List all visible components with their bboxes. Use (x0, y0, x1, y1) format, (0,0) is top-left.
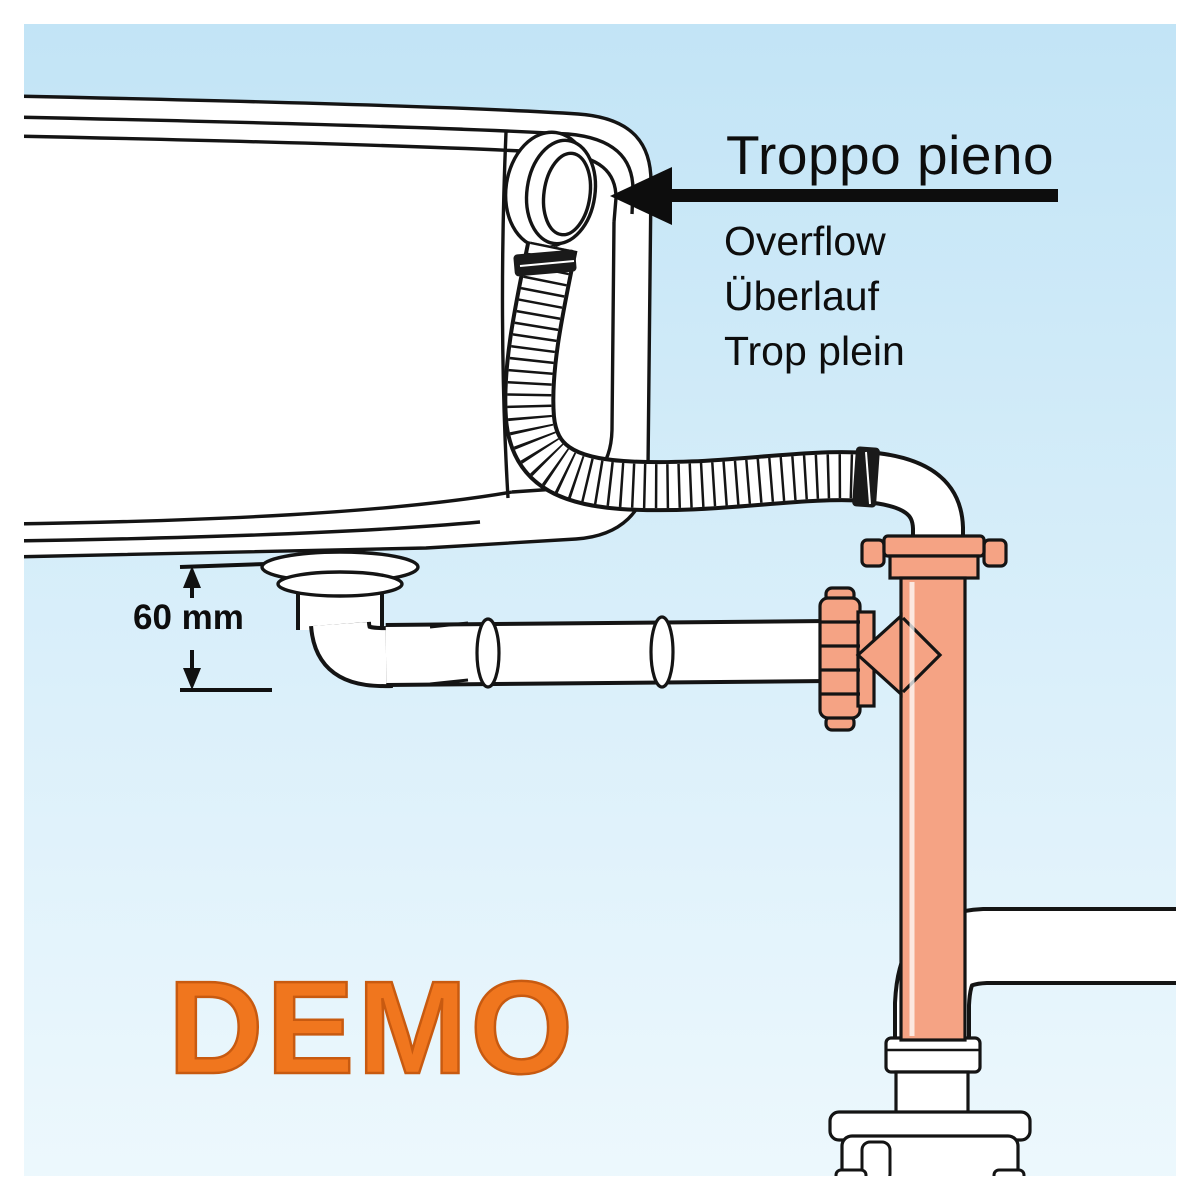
overflow-fitting (503, 130, 598, 250)
hose-elbow (863, 450, 965, 552)
label-overflow-german: Überlauf (724, 273, 879, 319)
hose-nut-right (852, 446, 880, 508)
label-overflow-italian: Troppo pieno (726, 124, 1055, 186)
corrugated-hose (503, 240, 880, 513)
inlet-flange-nut (818, 586, 876, 732)
bathtub-drawing (8, 94, 653, 559)
hose-nut-top (513, 249, 577, 277)
left-arrow-icon (610, 167, 1058, 225)
label-overflow-french: Trop plein (724, 328, 905, 374)
demo-watermark: DEMO (167, 953, 576, 1103)
orange-standpipe (855, 576, 967, 1042)
dimension-extent-icon (179, 562, 272, 692)
standpipe-top-collar (860, 534, 1008, 580)
label-overflow-english: Overflow (724, 218, 886, 264)
horizontal-drain-pipe (385, 615, 829, 689)
drain-trap (260, 550, 420, 689)
dimension-label: 60 mm (133, 598, 244, 637)
